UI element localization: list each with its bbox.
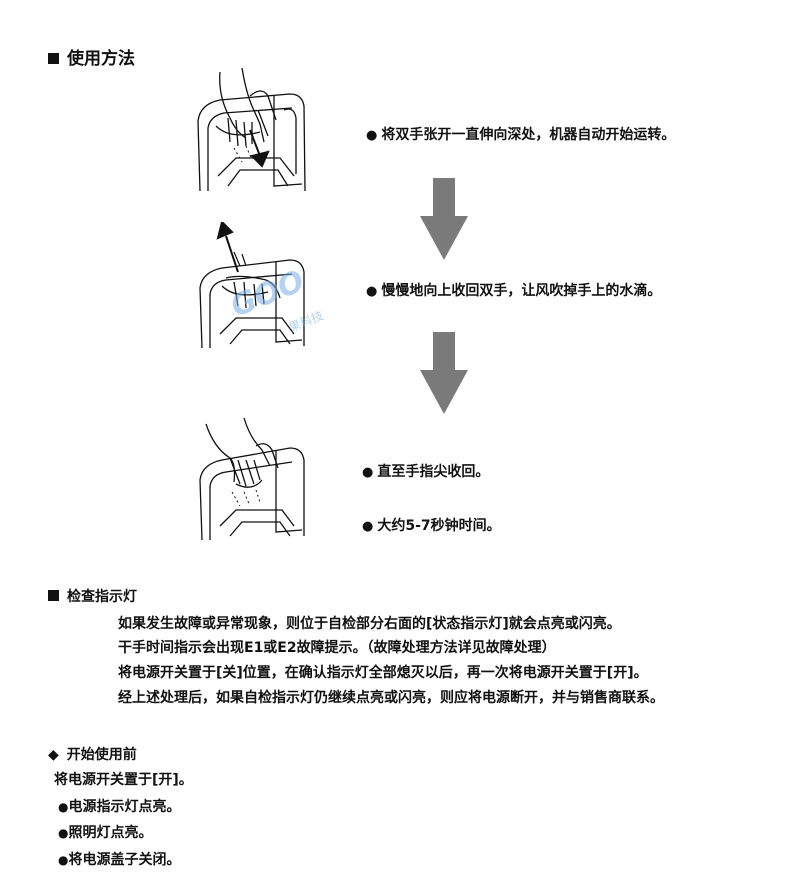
before-item-1: ●电源指示灯点亮。 [58,800,180,814]
step-4: ●大约5-7秒钟时间。 [362,515,501,535]
check-title-text: 检查指示灯 [67,589,137,605]
illustration-hands-insert [190,66,320,196]
step-2: ●慢慢地向上收回双手，让风吹掉手上的水滴。 [366,280,661,300]
before-item-2-text: 照明灯点亮。 [68,825,153,841]
diamond-icon: ◆ [48,747,59,763]
check-line-4: 经上述处理后，如果自检指示灯仍继续点亮或闪亮，则应将电源断开，并与销售商联系。 [118,690,664,706]
bullet-dot-icon: ● [58,826,69,840]
bullet-dot-icon: ● [362,465,374,480]
usage-title-text: 使用方法 [67,49,135,69]
step-4-text: 大约5-7秒钟时间。 [377,518,501,534]
down-arrow-icon [420,332,468,414]
illustration-hands-withdraw [196,222,316,352]
check-line-1: 如果发生故障或异常现象，则位于自检部分右面的[状态指示灯]就会点亮或闪亮。 [118,616,621,632]
bullet-dot-icon: ● [366,128,378,143]
step-1-text: 将双手张开一直伸向深处，机器自动开始运转。 [381,127,676,143]
before-section-title: ◆ 开始使用前 [48,744,137,764]
bullet-dot-icon: ● [366,284,378,299]
before-intro: 将电源开关置于[开]。 [54,772,193,788]
step-1: ●将双手张开一直伸向深处，机器自动开始运转。 [366,124,675,144]
before-item-3: ●将电源盖子关闭。 [58,853,180,867]
step-3: ●直至手指尖收回。 [362,461,489,481]
before-item-3-text: 将电源盖子关闭。 [68,852,181,868]
check-line-2: 干手时间指示会出现E1或E2故障提示。（故障处理方法详见故障处理） [118,640,556,656]
bullet-dot-icon: ● [58,800,69,814]
check-section-title: 检查指示灯 [48,586,137,606]
check-line-3: 将电源开关置于[关]位置，在确认指示灯全部熄灭以后，再一次将电源开关置于[开]。 [118,665,648,681]
before-item-2: ●照明灯点亮。 [58,826,152,840]
bullet-dot-icon: ● [58,853,69,867]
black-square-icon [48,590,59,601]
before-item-1-text: 电源指示灯点亮。 [68,799,181,815]
usage-section-title: 使用方法 [48,44,135,69]
bullet-dot-icon: ● [362,519,374,534]
illustration-fingertips [196,414,316,544]
down-arrow-icon [420,178,468,260]
before-title-text: 开始使用前 [66,747,137,763]
step-3-text: 直至手指尖收回。 [377,464,490,480]
step-2-text: 慢慢地向上收回双手，让风吹掉手上的水滴。 [381,283,662,299]
black-square-icon [48,53,59,64]
